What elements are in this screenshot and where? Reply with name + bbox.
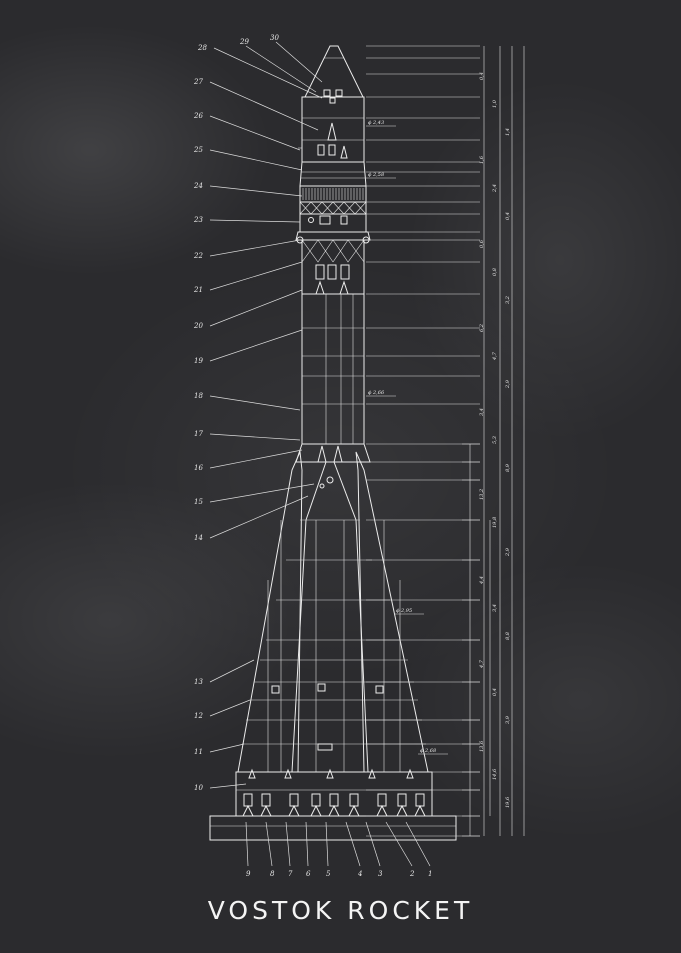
dimension-label: 3,9 — [505, 715, 511, 724]
part-number: 14 — [194, 534, 203, 542]
dimension-label: 1,4 — [505, 128, 511, 136]
part-number: 9 — [246, 870, 251, 878]
dimension-label: 0,4 — [505, 212, 511, 220]
part-number: 21 — [193, 286, 203, 294]
dimension-label: 4,7 — [479, 659, 485, 669]
part-number: 29 — [239, 38, 249, 46]
dimension-label: 8,8 — [505, 632, 511, 640]
dimension-lines: 0,4 1,0 1,4 1,6 2,4 0,4 0,6 0,8 3,2 6,2 4,7 2,9 3,4 5… — [366, 45, 525, 837]
dimension-label: 5,3 — [492, 436, 498, 444]
dimension-label: 0,6 — [479, 239, 485, 248]
boosters — [209, 450, 457, 841]
part-number: 6 — [306, 870, 311, 878]
diameter-callout: ϕ 2,58 — [368, 172, 384, 178]
dimension-label: 3,4 — [492, 604, 498, 612]
dimension-label: 1,6 — [479, 155, 485, 164]
part-leaders: 2827262524232221201918171615141312111029… — [193, 34, 432, 878]
part-number: 15 — [194, 498, 203, 506]
diameter-callout: ϕ 2,95 — [396, 608, 412, 614]
part-number: 4 — [357, 870, 362, 878]
dimension-label: 2,9 — [505, 379, 511, 389]
dimension-label: 0,8 — [492, 268, 498, 276]
part-number: 2 — [409, 870, 415, 878]
part-number: 25 — [193, 146, 203, 154]
part-number: 19 — [194, 357, 203, 365]
dimension-label: 1,0 — [492, 99, 498, 108]
part-number: 23 — [193, 216, 203, 224]
part-number: 3 — [378, 870, 383, 878]
dimension-label: 13,2 — [479, 489, 485, 500]
dimension-label: 13,6 — [479, 740, 485, 752]
part-number: 5 — [326, 870, 331, 878]
part-number: 13 — [194, 678, 203, 686]
dimension-label: 14,6 — [492, 768, 498, 780]
diameter-callout: ϕ 2,43 — [368, 120, 384, 126]
part-number: 20 — [193, 322, 203, 330]
dimension-label: 0,4 — [492, 688, 498, 696]
poster-title: VOSTOK ROCKET — [207, 896, 474, 925]
dimension-label: 3,4 — [479, 408, 485, 416]
diameter-callout: ϕ 2,66 — [368, 390, 385, 396]
dimension-label: 8,9 — [505, 463, 511, 472]
dimension-label: 4,4 — [479, 576, 485, 585]
part-number: 16 — [194, 464, 203, 472]
dimension-label: 2,9 — [505, 547, 511, 557]
dimension-label: 19,8 — [492, 517, 498, 528]
part-number: 22 — [193, 252, 203, 260]
part-number: 10 — [194, 784, 203, 792]
dimension-label: 6,2 — [479, 324, 485, 332]
part-number: 8 — [270, 870, 275, 878]
part-number: 1 — [428, 870, 432, 878]
dimension-label: 4,7 — [492, 351, 498, 361]
part-number: 7 — [288, 870, 293, 878]
diameter-callouts: ϕ 2,43 ϕ 2,58 ϕ 2,66 ϕ 2,95 ϕ 2,68 — [366, 120, 448, 755]
part-number: 28 — [197, 44, 207, 52]
part-number: 27 — [193, 78, 203, 86]
part-number: 17 — [194, 430, 203, 438]
dimension-label: 19,6 — [505, 796, 511, 808]
dimension-label: 2,4 — [492, 184, 498, 193]
dimension-label: 0,4 — [479, 72, 485, 80]
dimension-label: 3,2 — [505, 296, 511, 304]
spacecraft — [295, 45, 371, 295]
diameter-callout: ϕ 2,68 — [420, 748, 436, 754]
part-number: 30 — [270, 34, 279, 42]
part-number: 12 — [194, 712, 203, 720]
part-number: 11 — [194, 748, 203, 756]
part-number: 26 — [193, 112, 203, 120]
part-number: 24 — [193, 182, 203, 190]
part-number: 18 — [194, 392, 203, 400]
